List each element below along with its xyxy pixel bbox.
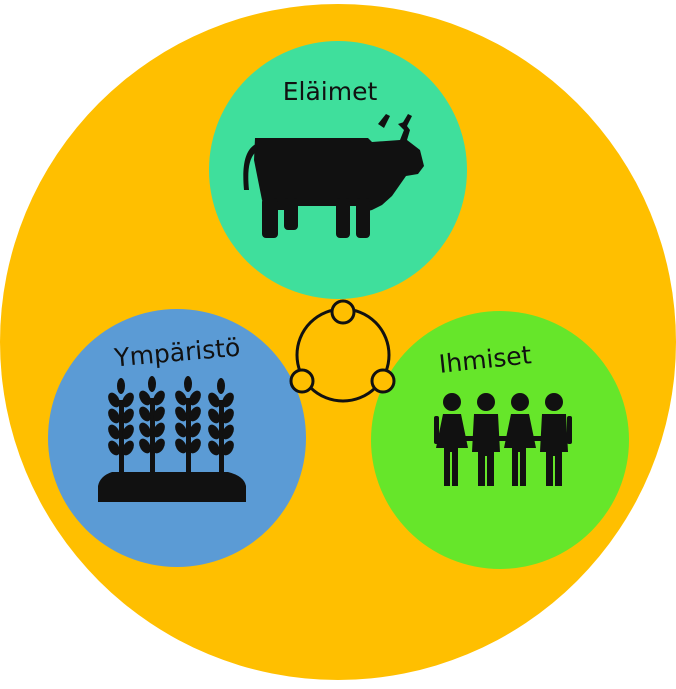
cycle-node-right (370, 368, 396, 394)
animals-label: Eläimet (283, 77, 378, 106)
wheat-field-icon (98, 376, 246, 502)
cycle-connector-icon (289, 299, 396, 403)
cycle-node-left (289, 368, 315, 394)
environment-group: Ympäristö (48, 309, 306, 567)
animals-group: Eläimet (209, 41, 467, 299)
environment-circle (48, 309, 306, 567)
cow-icon (243, 114, 424, 238)
cycle-node-top (330, 299, 356, 325)
people-group: Ihmiset (371, 311, 629, 569)
people-group-icon (434, 393, 572, 486)
